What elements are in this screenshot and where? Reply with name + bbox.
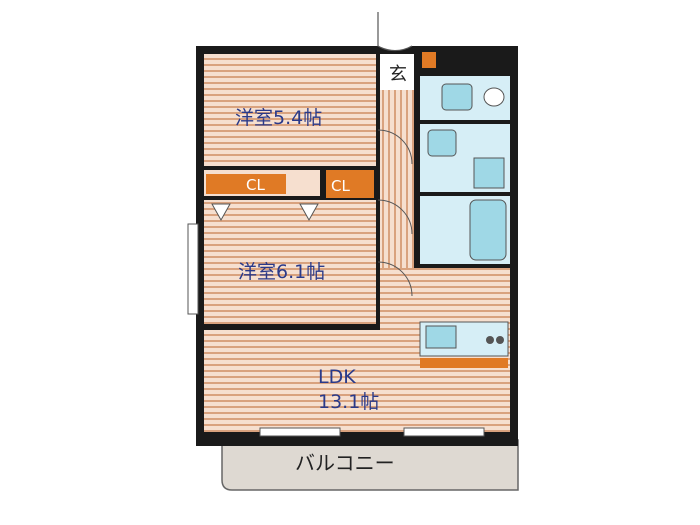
window-west: [187, 223, 199, 315]
sink-icon: [425, 325, 457, 349]
entrance-door: [377, 12, 413, 52]
closet-1-label: CL: [246, 176, 265, 194]
washing-machine-icon: [473, 157, 505, 189]
genkan: [380, 54, 414, 90]
ldk: [204, 268, 510, 432]
toilet-icon: [441, 83, 473, 111]
window-south-1: [259, 427, 341, 437]
western-room-1-label: 洋室5.4帖: [235, 107, 322, 129]
hallway: [380, 80, 414, 295]
shoe-box: [422, 52, 436, 68]
ldk-size-label: 13.1帖: [318, 391, 379, 413]
western-room-2-label: 洋室6.1帖: [238, 261, 325, 283]
balcony-label: バルコニー: [295, 451, 395, 475]
western-room-1: [204, 54, 376, 166]
closet-2: [326, 170, 374, 198]
window-south-2: [403, 427, 485, 437]
bathtub-icon: [469, 199, 507, 261]
balcony: バルコニー: [221, 439, 519, 491]
entrance-label: 玄: [389, 64, 407, 85]
ldk-label: LDK: [318, 366, 356, 388]
closet-2-label: CL: [331, 177, 350, 195]
wash-basin-icon: [427, 129, 457, 157]
stove-icon: [486, 336, 494, 344]
western-room-2: [204, 200, 376, 324]
